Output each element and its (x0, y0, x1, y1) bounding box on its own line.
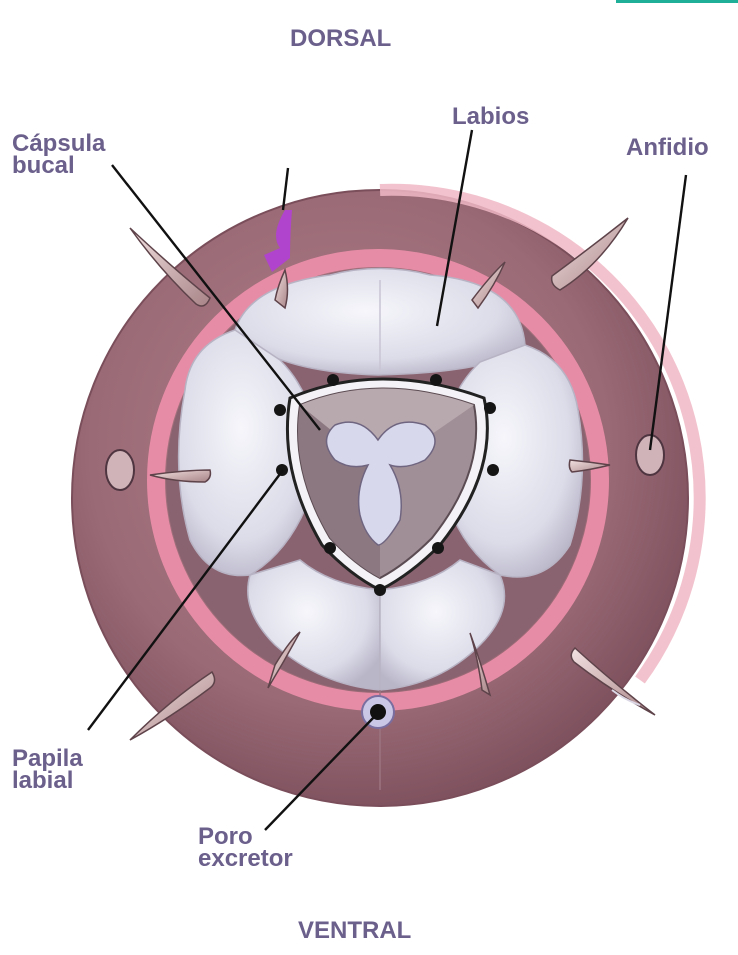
label-anfidio: Anfidio (626, 137, 709, 159)
label-poro-line2: excretor (198, 848, 293, 870)
label-ventral: VENTRAL (298, 920, 411, 942)
label-labios: Labios (452, 106, 529, 128)
label-dorsal: DORSAL (290, 28, 391, 50)
label-papila-labial: Papila labial (12, 748, 83, 792)
label-capsula-line2: bucal (12, 155, 105, 177)
label-papila-line2: labial (12, 770, 83, 792)
label-capsula-bucal: Cápsula bucal (12, 133, 105, 177)
label-poro-excretor: Poro excretor (198, 826, 293, 870)
